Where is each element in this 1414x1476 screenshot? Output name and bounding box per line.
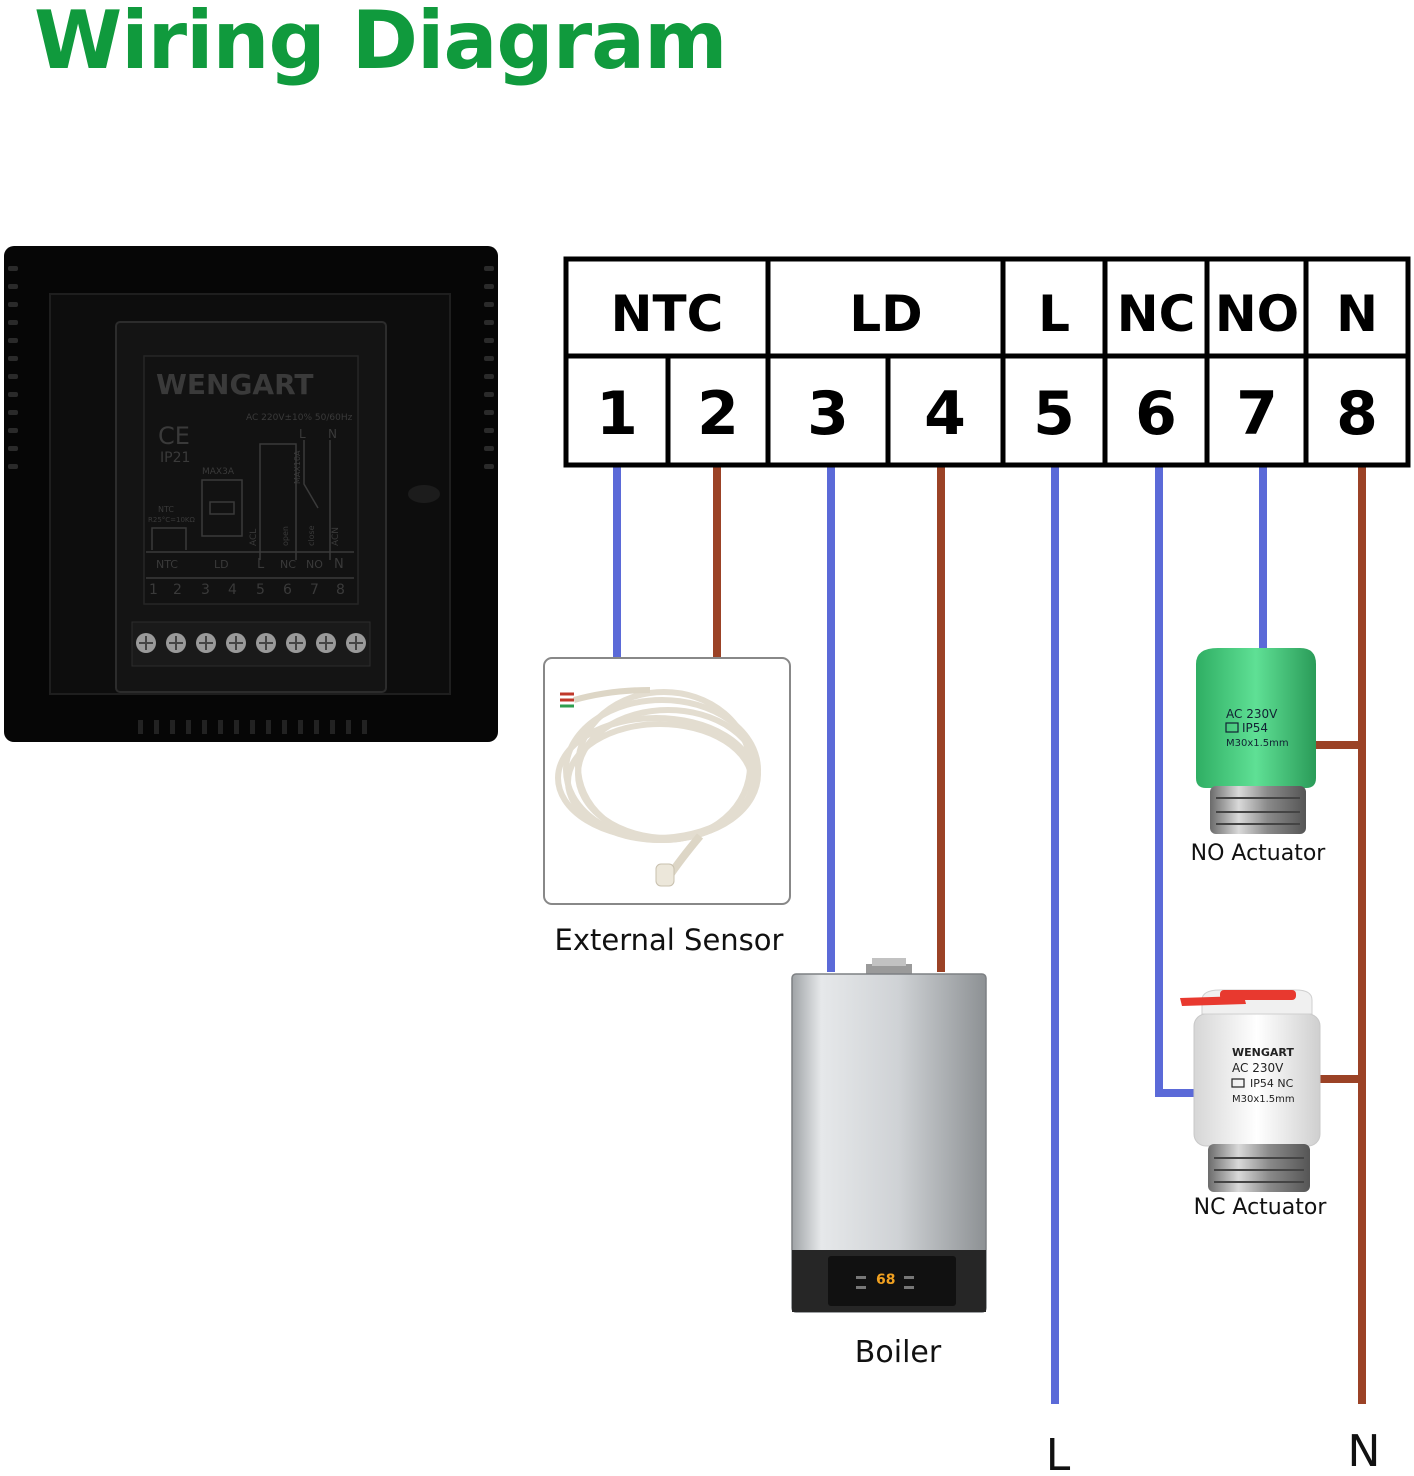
terminal-number-5: 5 <box>1033 379 1075 449</box>
thermostat-group-n: N <box>334 557 344 572</box>
terminal-group-n: N <box>1336 285 1378 343</box>
boiler-display-buttons <box>856 1276 914 1289</box>
terminal-group-ntc: NTC <box>611 285 724 343</box>
neutral-line-label: N <box>1348 1426 1381 1476</box>
screw-terminal-5 <box>256 633 276 653</box>
screw-terminal-1 <box>136 633 156 653</box>
terminal-number-6: 6 <box>1135 379 1177 449</box>
thermostat-power-rating: AC 220V±10% 50/60Hz <box>246 413 353 423</box>
terminal-number-1: 1 <box>596 379 638 449</box>
thermostat-open: open <box>281 526 290 546</box>
thermostat-back: WENGART CE IP21 AC 220V±10% 50/60Hz MAX3… <box>4 246 498 742</box>
no-actuator-label: NO Actuator <box>1191 841 1327 866</box>
thermostat-ce-mark: CE <box>158 422 190 450</box>
no-actuator-thread: M30x1.5mm <box>1226 738 1289 749</box>
thermostat-terminal-numbers: 1 2 3 4 5 6 7 8 <box>149 582 345 598</box>
thermostat-l-top: L <box>299 427 306 441</box>
nc-actuator-ip: IP54 NC <box>1250 1077 1294 1090</box>
terminal-number-8: 8 <box>1336 379 1378 449</box>
thermostat-group-ntc: NTC <box>156 558 178 571</box>
vent-slots-left <box>8 266 18 469</box>
thermostat-group-l: L <box>257 557 265 572</box>
thermostat-max10a: MAX10A <box>293 450 302 484</box>
thermostat-ip-rating: IP21 <box>160 450 190 466</box>
terminal-group-l: L <box>1038 285 1070 343</box>
thermostat-ntc-spec-1: NTC <box>158 505 174 514</box>
no-actuator: AC 230V IP54 M30x1.5mm NO Actuator <box>1191 648 1327 866</box>
boiler-label: Boiler <box>855 1335 942 1370</box>
nc-actuator-rating: AC 230V <box>1232 1061 1284 1075</box>
vent-slots-right <box>484 266 494 469</box>
thermostat-number-1: 1 <box>149 582 158 598</box>
thermostat-group-nc: NC <box>280 558 296 571</box>
terminal-group-ld: LD <box>849 285 922 343</box>
thermostat-brand: WENGART <box>156 368 314 401</box>
terminal-number-2: 2 <box>697 379 739 449</box>
thermostat-number-8: 8 <box>336 582 345 598</box>
thermostat-acn: ACN <box>331 527 341 546</box>
terminal-group-nc: NC <box>1117 285 1196 343</box>
nc-actuator-brand: WENGART <box>1232 1046 1294 1059</box>
boiler-display: 68 <box>876 1272 895 1288</box>
screw-terminal-7 <box>316 633 336 653</box>
terminal-number-4: 4 <box>924 379 966 449</box>
terminal-group-no: NO <box>1215 285 1299 343</box>
no-actuator-rating: AC 230V <box>1226 707 1278 721</box>
thermostat-number-6: 6 <box>283 582 292 598</box>
thermostat-number-4: 4 <box>228 582 237 598</box>
sensor-cable-coil-image <box>555 687 761 881</box>
thermostat-number-5: 5 <box>256 582 265 598</box>
boiler: 68 Boiler <box>791 958 987 1370</box>
external-sensor: External Sensor <box>543 657 791 957</box>
wires <box>613 466 1366 1404</box>
external-sensor-label: External Sensor <box>555 923 784 957</box>
thermostat-number-3: 3 <box>201 582 210 598</box>
vent-slots-bottom <box>138 720 367 734</box>
nc-actuator-label: NC Actuator <box>1194 1195 1328 1220</box>
thermostat-max3a: MAX3A <box>202 467 235 477</box>
terminal-block: NTC LD L NC NO N 1 2 3 4 5 6 7 8 <box>563 256 1411 468</box>
no-actuator-ip: IP54 <box>1242 721 1268 735</box>
nc-actuator: WENGART AC 230V IP54 NC M30x1.5mm NC Act… <box>1180 989 1328 1220</box>
screw-terminal-4 <box>226 633 246 653</box>
thermostat-terminal-screws <box>136 633 366 653</box>
wire-terminal-6-nc-actuator <box>1155 466 1200 1097</box>
thermostat-schematic-lines <box>146 440 354 579</box>
thermostat-acl: ACL <box>249 529 259 546</box>
diagram-title: Wiring Diagram <box>34 0 727 87</box>
screw-terminal-3 <box>196 633 216 653</box>
thermostat-group-ld: LD <box>214 558 229 571</box>
screw-terminal-2 <box>166 633 186 653</box>
thermostat-close: close <box>307 525 316 546</box>
terminal-number-3: 3 <box>807 379 849 449</box>
live-line-label: L <box>1046 1430 1071 1476</box>
thermostat-group-no: NO <box>306 558 323 571</box>
thermostat-n-top: N <box>328 427 337 441</box>
thermostat-number-7: 7 <box>310 582 319 598</box>
screw-terminal-8 <box>346 633 366 653</box>
thermostat-number-2: 2 <box>173 582 182 598</box>
thermostat-ntc-spec-2: R25°C=10KΩ <box>148 516 196 524</box>
nc-actuator-thread: M30x1.5mm <box>1232 1094 1295 1105</box>
terminal-number-7: 7 <box>1236 379 1278 449</box>
screw-terminal-6 <box>286 633 306 653</box>
